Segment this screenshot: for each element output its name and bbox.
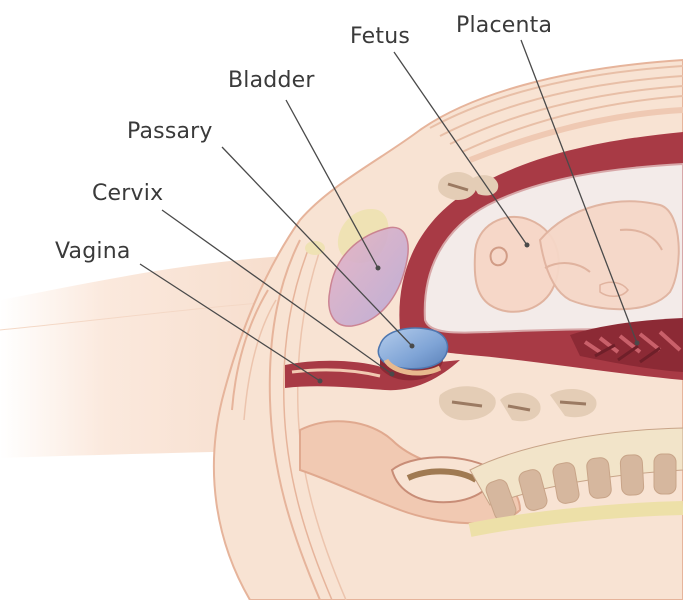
leader-line-passary — [221, 146, 413, 347]
fetus-figure — [473, 200, 680, 313]
leader-line-vagina — [139, 263, 321, 382]
passary-ring — [377, 327, 449, 376]
label-placenta: Placenta — [456, 13, 552, 38]
bone-sections — [438, 171, 597, 422]
bladder-organ — [328, 226, 409, 327]
label-passary: Passary — [127, 119, 213, 144]
label-bladder: Bladder — [228, 68, 315, 93]
labels: Fetus Placenta Bladder Passary Cervix Va… — [55, 13, 552, 264]
label-vagina: Vagina — [55, 239, 131, 264]
leader-lines — [139, 39, 640, 384]
leader-line-cervix — [161, 209, 393, 375]
spine-sacrum — [468, 427, 683, 537]
leader-line-fetus — [393, 51, 528, 246]
label-fetus: Fetus — [350, 24, 410, 49]
leader-line-placenta — [520, 39, 638, 344]
leader-line-bladder — [285, 99, 379, 269]
label-cervix: Cervix — [92, 181, 163, 206]
